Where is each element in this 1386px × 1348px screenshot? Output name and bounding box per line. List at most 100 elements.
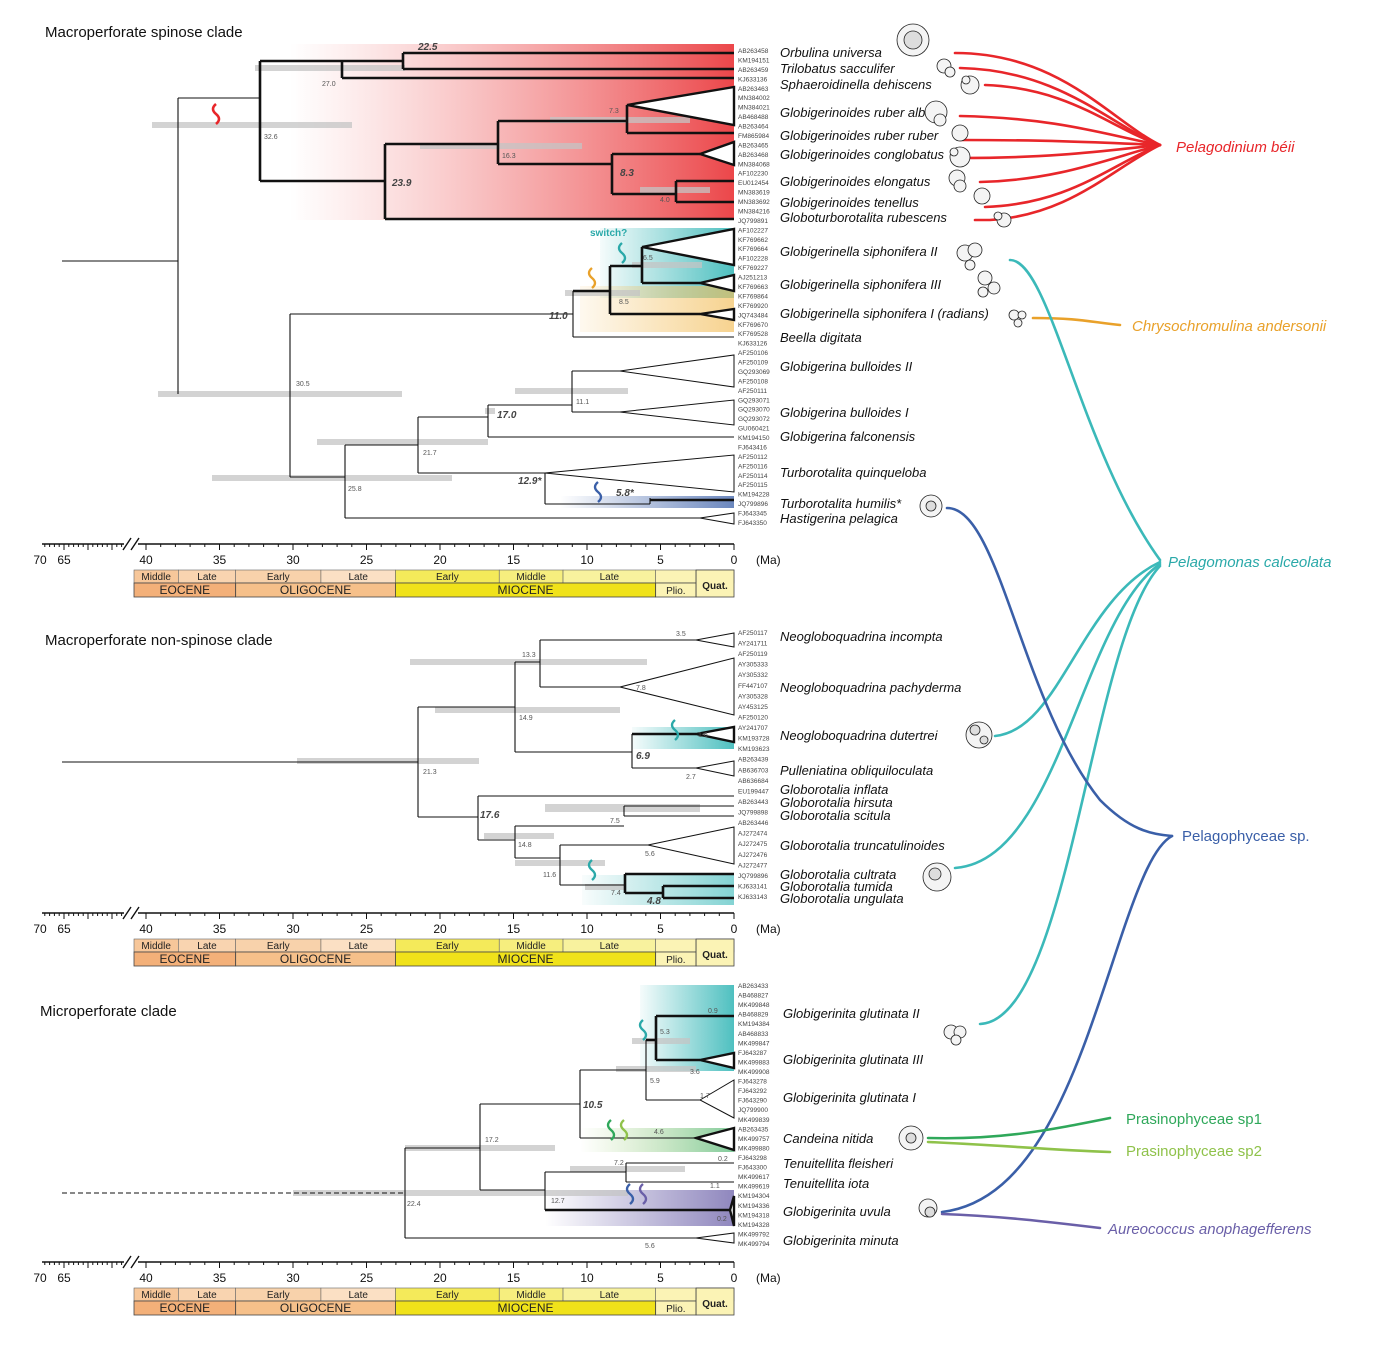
epoch-label: Quat.: [702, 950, 728, 961]
accession-id: AY305333: [738, 662, 768, 669]
accession-id: GU060421: [738, 426, 770, 433]
axis-tick-label: 10: [580, 922, 594, 936]
epoch-label: OLIGOCENE: [280, 583, 351, 597]
accession-id: AB468827: [738, 993, 769, 1000]
accession-id: AJ272474: [738, 831, 768, 838]
axis-tick-label: 10: [580, 553, 594, 567]
node-age: 2.7: [686, 774, 696, 781]
node-age: 5.3: [660, 1029, 670, 1036]
accession-id: AB468833: [738, 1031, 769, 1038]
subepoch-label: Late: [600, 941, 620, 952]
accession-id: FJ643287: [738, 1050, 767, 1057]
prasino2-line: [926, 1140, 1112, 1154]
node-age: 7.4: [611, 890, 621, 897]
accession-id: FJ643298: [738, 1155, 767, 1162]
node-age-bold: 5.8*: [616, 488, 635, 499]
taxon-label: Globorotalia tumida: [780, 879, 893, 894]
accession-id: KF769663: [738, 284, 768, 291]
panel-micro: Microperforate clade 0.9 5.3 3.6 5.9 1.7…: [40, 983, 924, 1250]
axis-tick-label: 40: [139, 922, 153, 936]
taxon-label: Neogloboquadrina pachyderma: [780, 680, 961, 695]
node-age: 1.6: [698, 732, 708, 739]
taxon-label: Globigerinita glutinata III: [783, 1052, 924, 1067]
panel-nonspinose: Macroperforate non-spinose clade 3.5 13.…: [45, 629, 961, 907]
symbiont-label-aureococcus: Aureococcus anophagefferens: [1107, 1221, 1312, 1238]
symbiont-label-prasino2: Prasinophyceae sp2: [1126, 1143, 1262, 1160]
accession-id: MK499794: [738, 1241, 770, 1248]
taxon-label: Globorotalia ungulata: [780, 891, 904, 906]
squiggle-purple-icon: [638, 1183, 648, 1205]
axis-tick-label: 15: [507, 1271, 521, 1285]
node-age: 7.3: [609, 108, 619, 115]
axis-tick-label: 15: [507, 922, 521, 936]
aureococcus-line: [940, 1212, 1102, 1230]
axis-tick-label: 5: [657, 922, 664, 936]
taxon-label: Globigerinella siphonifera I (radians): [780, 306, 989, 321]
axis-tick-label: 5: [657, 553, 664, 567]
accession-id: FF447107: [738, 683, 768, 690]
conglobatus-shell-icon: [949, 146, 971, 168]
radians-shell-icon: [1008, 309, 1027, 328]
tenellus-shell-icon: [973, 187, 991, 205]
taxon-label: Globigerinoides ruber ruber: [780, 128, 939, 143]
axis-tick-label: 70: [33, 922, 47, 936]
symbiont-label-pelagomonas: Pelagomonas calceolata: [1168, 554, 1331, 571]
accession-id: JQ799891: [738, 218, 768, 225]
epoch-label: MIOCENE: [498, 952, 554, 966]
taxon-label: Pulleniatina obliquiloculata: [780, 763, 933, 778]
accession-id: KJ633143: [738, 894, 768, 901]
accession-id: KF769662: [738, 237, 768, 244]
axis-tick-label: 20: [433, 553, 447, 567]
accession-id: MK499757: [738, 1136, 770, 1143]
node-age: 1.7: [700, 1093, 710, 1100]
accession-id: EU199447: [738, 788, 769, 795]
symbiont-label-prasino1: Prasinophyceae sp1: [1126, 1111, 1262, 1128]
orbulina-shell-icon: [896, 23, 930, 57]
accession-id: AB263446: [738, 820, 769, 827]
accession-id: KF769864: [738, 293, 768, 300]
axis-tick-label: 5: [657, 1271, 664, 1285]
node-age: 13.3: [522, 652, 536, 659]
epoch-label: MIOCENE: [498, 583, 554, 597]
accession-id: FJ643416: [738, 445, 767, 452]
accession-id: AF250120: [738, 715, 768, 722]
cultrata-shell-icon: [922, 862, 952, 892]
accession-id: GQ293070: [738, 407, 770, 414]
node-age: 1.1: [710, 1183, 720, 1190]
accession-id: MN383692: [738, 199, 770, 206]
node-age: 11.1: [576, 399, 589, 406]
node-age: 4.0: [660, 197, 670, 204]
tree-spinose: [62, 51, 734, 519]
accession-id: KF769670: [738, 322, 768, 329]
node-age-bold: 11.0: [549, 311, 568, 322]
epoch-label: Quat.: [702, 581, 728, 592]
accession-id: MK499848: [738, 1002, 770, 1009]
accession-id: KM194384: [738, 1021, 770, 1028]
axis-unit: (Ma): [756, 1271, 781, 1285]
accession-id: FJ643290: [738, 1098, 767, 1105]
subepoch-label: Late: [348, 572, 368, 583]
squiggle-orange-icon: [587, 267, 597, 289]
subepoch-label: Late: [197, 1290, 217, 1301]
axis-tick-label: 15: [507, 553, 521, 567]
node-age-bold: 17.0: [497, 410, 517, 421]
axis-tick-label: 0: [731, 922, 738, 936]
accession-id: MN384216: [738, 209, 770, 216]
accession-id: AF250119: [738, 651, 768, 658]
accession-id: JQ743484: [738, 312, 768, 319]
accession-id: KF769227: [738, 265, 768, 272]
node-age: 7.8: [636, 685, 646, 692]
pelagophyceae-line: [940, 834, 1174, 1214]
accession-id: MN383619: [738, 190, 770, 197]
squiggle-teal-icon: [670, 719, 680, 741]
accession-id: MK499908: [738, 1069, 770, 1076]
accession-id: AF250117: [738, 630, 768, 637]
axis-tick-label: 25: [360, 922, 374, 936]
node-age: 0.2: [717, 1216, 727, 1223]
ruber-shell-icon: [924, 100, 948, 127]
accession-id: AY241707: [738, 725, 768, 732]
axis-tick-label: 0: [731, 1271, 738, 1285]
axis-unit: (Ma): [756, 553, 781, 567]
axis-tick-label: 65: [57, 922, 71, 936]
